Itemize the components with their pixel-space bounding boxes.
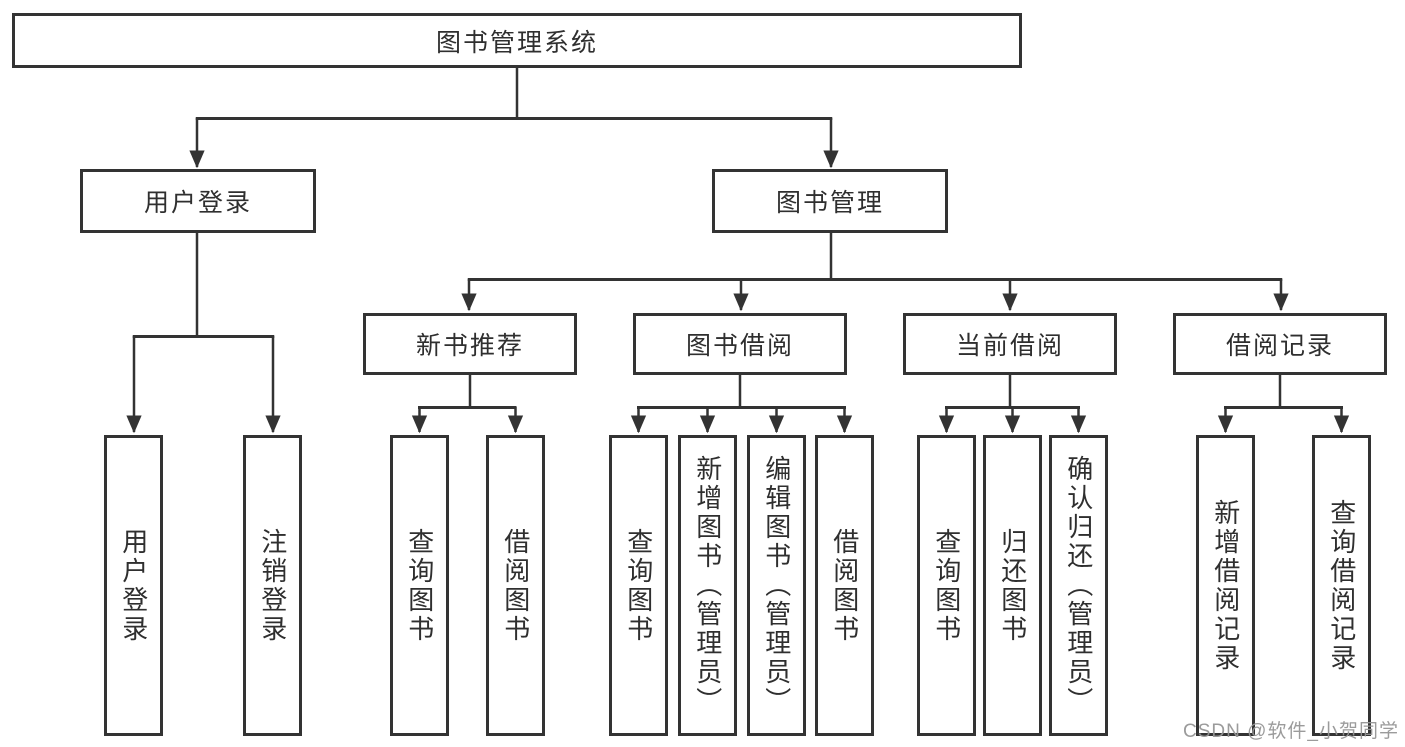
leaf-query-books-1: 查询图书 [390, 435, 449, 736]
leaf-label: 借阅图书 [500, 527, 531, 644]
leaf-label: 用户登录 [118, 527, 149, 644]
leaf-label: 借阅图书 [829, 527, 860, 644]
leaf-label: 新增借阅记录 [1210, 498, 1241, 673]
leaf-label: 查询图书 [404, 527, 435, 644]
csdn-watermark: CSDN @软件_小贺同学 [1183, 721, 1399, 742]
node-label: 当前借阅 [955, 332, 1064, 360]
node-book-borrow: 图书借阅 [633, 313, 847, 375]
leaf-label: 查询图书 [931, 527, 962, 644]
leaf-label: 查询图书 [623, 527, 654, 644]
node-label: 新书推荐 [415, 332, 524, 360]
leaf-add-book-admin: 新增图书（管理员） [678, 435, 737, 736]
leaf-query-books-3: 查询图书 [917, 435, 976, 736]
leaf-confirm-return-admin: 确认归还（管理员） [1049, 435, 1108, 736]
node-label: 图书管理 [775, 189, 884, 217]
leaf-user-login: 用户登录 [104, 435, 163, 736]
leaf-label: 查询借阅记录 [1326, 498, 1357, 673]
leaf-label: 编辑图书（管理员） [761, 455, 792, 716]
leaf-query-books-2: 查询图书 [609, 435, 668, 736]
leaf-logout: 注销登录 [243, 435, 302, 736]
node-label: 用户登录 [143, 189, 252, 217]
leaf-label: 归还图书 [997, 527, 1028, 644]
leaf-edit-book-admin: 编辑图书（管理员） [747, 435, 806, 736]
leaf-query-borrow-record: 查询借阅记录 [1312, 435, 1371, 736]
node-user-login-branch: 用户登录 [80, 169, 316, 233]
node-new-book-recommend: 新书推荐 [363, 313, 577, 375]
node-book-management-branch: 图书管理 [712, 169, 948, 233]
node-label: 借阅记录 [1225, 332, 1334, 360]
leaf-return-book: 归还图书 [983, 435, 1042, 736]
leaf-label: 新增图书（管理员） [692, 455, 723, 716]
leaf-label: 注销登录 [257, 527, 288, 644]
node-borrow-records: 借阅记录 [1173, 313, 1387, 375]
node-root: 图书管理系统 [12, 13, 1022, 68]
leaf-add-borrow-record: 新增借阅记录 [1196, 435, 1255, 736]
node-label: 图书借阅 [685, 332, 794, 360]
leaf-borrow-books-2: 借阅图书 [815, 435, 874, 736]
leaf-borrow-books-1: 借阅图书 [486, 435, 545, 736]
node-current-borrow: 当前借阅 [903, 313, 1117, 375]
node-root-label: 图书管理系统 [435, 28, 598, 57]
leaf-label: 确认归还（管理员） [1063, 455, 1094, 716]
